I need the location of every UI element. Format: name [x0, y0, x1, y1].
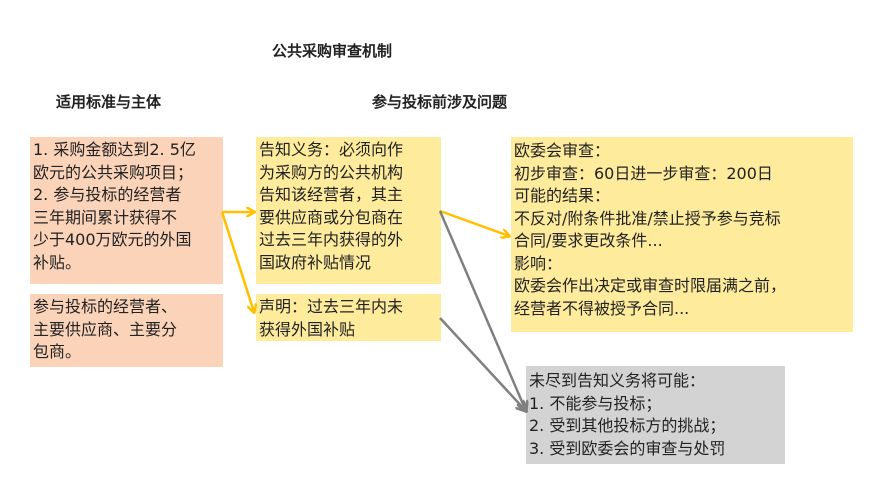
text-line: 影响： — [514, 253, 563, 273]
text-line: 主要供应商、主要分 — [33, 319, 178, 339]
criteria-box: 1. 采购金额达到2. 5亿欧元的公共采购项目； 2. 参与投标的经营者三年期间累… — [30, 137, 223, 284]
arrow-notification-to-review — [439, 209, 509, 236]
text-line: 2. 参与投标的经营者 — [33, 185, 182, 204]
text-line: 欧委会作出决定或审查时限届满之前， — [514, 276, 787, 295]
arrow-declaration-to-consequences — [439, 317, 526, 411]
text-line: 过去三年内获得的外 — [259, 230, 404, 249]
arrow-criteria-to-declaration — [220, 211, 254, 312]
text-line: 未尽到告知义务将可能： — [529, 371, 706, 390]
text-line: 声明：过去三年内未 — [259, 297, 404, 316]
text-line: 欧元的公共采购项目； — [33, 162, 194, 182]
text-line: 可能的结果： — [514, 186, 611, 205]
text-line: 国政府补贴情况 — [259, 252, 372, 272]
text-line: 三年期间累计获得不 — [33, 207, 178, 227]
text-line: 少于400万欧元的外国 — [33, 230, 192, 249]
text-line: 合同/要求更改条件... — [514, 231, 663, 250]
text-line: 初步审查：60日进一步审查：200日 — [514, 163, 773, 183]
text-line: 获得外国补贴 — [259, 319, 356, 339]
subjects-box: 参与投标的经营者、主要供应商、主要分包商。 — [30, 294, 223, 367]
declaration-box: 声明：过去三年内未获得外国补贴 — [256, 294, 441, 341]
text-line: 告知该经营者，其主 — [259, 185, 404, 204]
text-line: 3. 受到欧委会的审查与处罚 — [529, 438, 726, 458]
text-line: 1. 采购金额达到2. 5亿 — [33, 140, 196, 159]
header-criteria: 适用标准与主体 — [56, 93, 162, 111]
consequences-box: 未尽到告知义务将可能： 1. 不能参与投标； 2. 受到其他投标方的挑战； 3. 受到… — [526, 366, 785, 464]
arrow-notification-to-consequences — [438, 210, 526, 411]
header-issues: 参与投标前涉及问题 — [372, 93, 508, 111]
text-line: 2. 受到其他投标方的挑战； — [529, 416, 726, 435]
text-line: 告知义务：必须向作 — [259, 140, 404, 159]
text-line: 欧委会审查： — [514, 141, 611, 160]
diagram-title: 公共采购审查机制 — [272, 42, 393, 60]
text-line: 要供应商或分包商在 — [259, 207, 404, 227]
text-line: 包商。 — [33, 342, 82, 361]
text-line: 1. 不能参与投标； — [529, 393, 662, 413]
text-line: 经营者不得被授予合同... — [514, 298, 690, 318]
review-box: 欧委会审查： 初步审查：60日进一步审查：200日可能的结果： 不反对/附条件批准/… — [511, 137, 853, 332]
text-line: 不反对/附条件批准/禁止授予参与竞标 — [514, 208, 781, 228]
text-line: 补贴。 — [33, 252, 82, 272]
text-line: 参与投标的经营者、 — [33, 297, 178, 316]
notification-box: 告知义务：必须向作为采购方的公共机构告知该经营者，其主要供应商或分包商在过去三年… — [256, 137, 441, 284]
text-line: 为采购方的公共机构 — [259, 162, 404, 182]
